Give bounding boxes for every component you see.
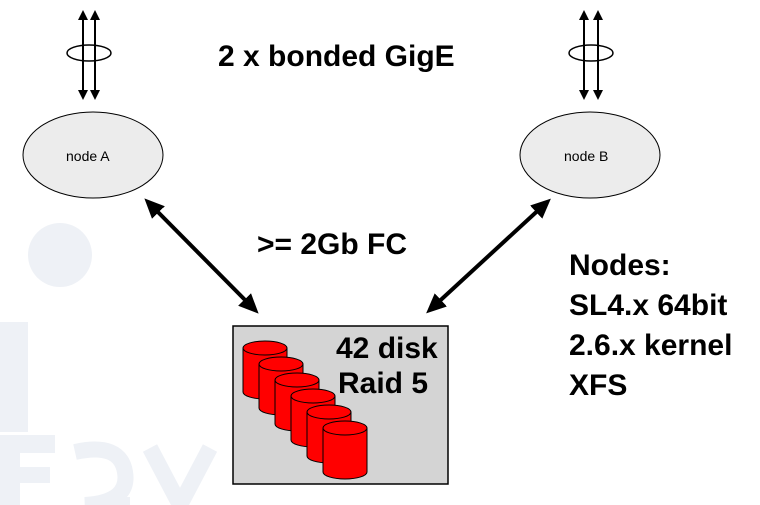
fc-link-a — [144, 198, 259, 314]
background-watermark — [0, 223, 218, 505]
storage-line-1: 42 disk — [336, 332, 438, 365]
fc-link-b — [426, 198, 551, 314]
node-a-ellipse — [22, 111, 164, 199]
node-b-label: node B — [564, 148, 609, 164]
disk-cylinder — [322, 420, 368, 480]
node-a-uplink — [66, 10, 112, 100]
node-a-label: node A — [66, 148, 110, 164]
node-notes: Nodes: SL4.x 64bit 2.6.x kernel XFS — [569, 246, 732, 406]
fc-link-label: >= 2Gb FC — [257, 228, 408, 261]
node-b-ellipse — [519, 111, 661, 199]
notes-kernel: 2.6.x kernel — [569, 329, 733, 362]
notes-heading: Nodes: — [569, 249, 671, 282]
network-title: 2 x bonded GigE — [218, 40, 455, 73]
notes-filesystem: XFS — [569, 369, 628, 402]
disk-stack — [242, 340, 368, 480]
node-b-uplink — [568, 10, 614, 100]
storage-line-2: Raid 5 — [338, 367, 429, 400]
notes-os: SL4.x 64bit — [569, 289, 728, 322]
